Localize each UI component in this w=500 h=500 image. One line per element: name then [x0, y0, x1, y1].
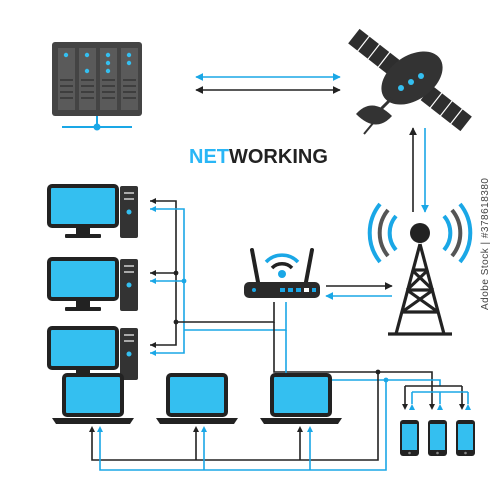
- title-part-net: NET: [189, 146, 229, 168]
- desktop-network-wiring: [150, 198, 287, 356]
- laptop-network-wiring: [89, 426, 318, 471]
- stock-watermark: Adobe Stock | #378618380: [480, 177, 491, 310]
- router-tower-link: [325, 282, 393, 300]
- smartphone-icon: [456, 420, 475, 456]
- wifi-router-icon: [244, 248, 320, 298]
- smartphone-icon: [400, 420, 419, 456]
- laptop-icon: [156, 373, 238, 424]
- cell-tower-icon: [367, 202, 473, 336]
- smartphone-icon: [428, 420, 447, 456]
- phone-distribution-wiring: [402, 385, 471, 410]
- desktop-computer-icon: [47, 184, 138, 238]
- satellite-tower-link: [409, 127, 429, 213]
- laptop-icon: [260, 373, 342, 424]
- title-part-working: WORKING: [229, 146, 328, 168]
- desktop-computer-icon: [47, 326, 138, 380]
- desktop-computer-icon: [47, 257, 138, 311]
- satellite-icon: [346, 26, 474, 135]
- server-satellite-link: [195, 73, 341, 94]
- diagram-title: NETWORKING: [189, 146, 328, 168]
- laptop-icon: [52, 373, 134, 424]
- server-rack-icon: [52, 42, 142, 131]
